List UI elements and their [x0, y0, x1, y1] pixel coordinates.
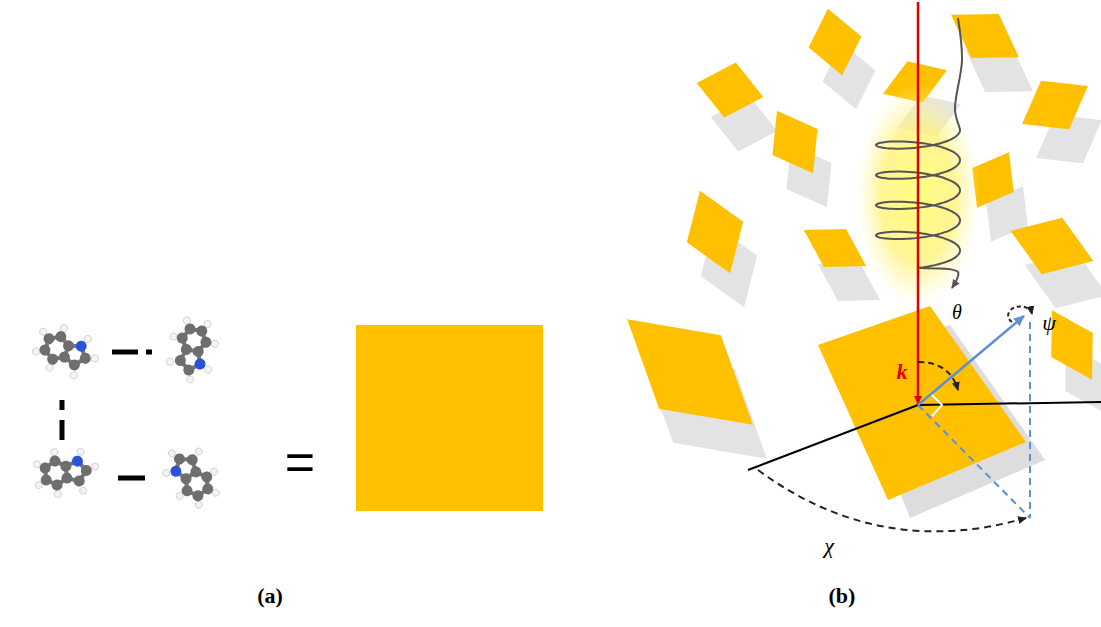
panel-label: (b) [829, 585, 856, 607]
theta-arc [918, 362, 958, 390]
carbon-atom [67, 358, 81, 372]
molecule [152, 435, 229, 516]
carbon-atom [184, 323, 197, 336]
hydrogen-atom [183, 316, 191, 324]
hydrogen-atom [161, 468, 171, 478]
hydrogen-atom [211, 340, 219, 348]
carbon-atom [42, 332, 56, 346]
hydrogen-atom [91, 463, 99, 471]
hydrogen-atom [204, 365, 212, 373]
carbon-atom [40, 474, 52, 486]
carbon-atom [185, 452, 200, 467]
carbon-atom [182, 364, 195, 377]
intermolecular-bonds [62, 352, 152, 478]
chi-arc [758, 470, 1026, 531]
carbon-atom [49, 455, 61, 467]
floating-plate [804, 229, 866, 267]
floating-plate [772, 111, 817, 173]
nitrogen-atom [74, 339, 88, 353]
hydrogen-atom [194, 447, 204, 457]
floating-plate [1011, 218, 1094, 274]
molecule [28, 317, 105, 385]
molecule [163, 315, 222, 387]
hydrogen-atom [50, 448, 58, 456]
psi-arc [1008, 306, 1032, 322]
hydrogen-atom [186, 375, 194, 383]
hydrogen-atom [69, 371, 78, 380]
panel-label: (a) [257, 585, 283, 607]
carbon-atom [57, 350, 71, 364]
carbon-atom [176, 332, 189, 345]
carbon-atom [195, 325, 208, 338]
normal-vector [918, 316, 1024, 405]
carbon-atom [38, 343, 52, 357]
angle-label: ψ [1042, 312, 1056, 334]
angle-label: χ [824, 535, 834, 557]
floating-plate [1022, 81, 1088, 129]
axis-line [748, 405, 918, 470]
carbon-atom [51, 479, 63, 491]
hydrogen-atom [32, 347, 41, 356]
hydrogen-atom [194, 500, 204, 510]
hydrogen-atom [54, 490, 62, 498]
carbon-atom [174, 354, 187, 367]
floating-plate [627, 319, 753, 424]
floating-plate [687, 191, 743, 274]
vector-label: k [897, 361, 908, 383]
molecule-group [28, 315, 229, 516]
molecule [32, 445, 101, 499]
plate-shadow [818, 263, 880, 301]
nitrogen-atom [194, 358, 207, 371]
equals-sign: = [285, 436, 315, 488]
floating-plate [1051, 310, 1093, 379]
carbon-atom [61, 339, 75, 353]
angle-label: θ [952, 302, 962, 322]
carbon-atom [200, 336, 213, 349]
hydrogen-atom [90, 354, 99, 363]
carbon-atom [190, 488, 205, 503]
carbon-atom [179, 483, 194, 498]
floating-plate [697, 63, 764, 118]
carbon-atom [78, 351, 92, 365]
projection-line [1029, 322, 1031, 518]
carbon-atom [61, 472, 73, 484]
axis-line [918, 402, 1101, 405]
wave-vector [917, 2, 920, 404]
right-angle-mark [930, 393, 942, 416]
carbon-atom [199, 469, 214, 484]
projection-line [918, 405, 1030, 518]
carbon-atom [80, 464, 92, 476]
carbon-atom [39, 462, 51, 474]
hydrogen-atom [79, 487, 87, 495]
hydrogen-atom [33, 460, 41, 468]
carbon-atom [60, 460, 72, 472]
carbon-atom [192, 345, 205, 358]
molecule-square [356, 325, 543, 511]
floating-plate [809, 9, 862, 76]
carbon-atom [73, 475, 85, 487]
carbon-atom [172, 451, 187, 466]
nitrogen-atom [168, 464, 183, 479]
hydrogen-atom [77, 448, 85, 456]
hydrogen-atom [169, 332, 177, 340]
nitrogen-atom [72, 455, 84, 467]
hydrogen-atom [166, 358, 174, 366]
carbon-atom [180, 343, 193, 356]
